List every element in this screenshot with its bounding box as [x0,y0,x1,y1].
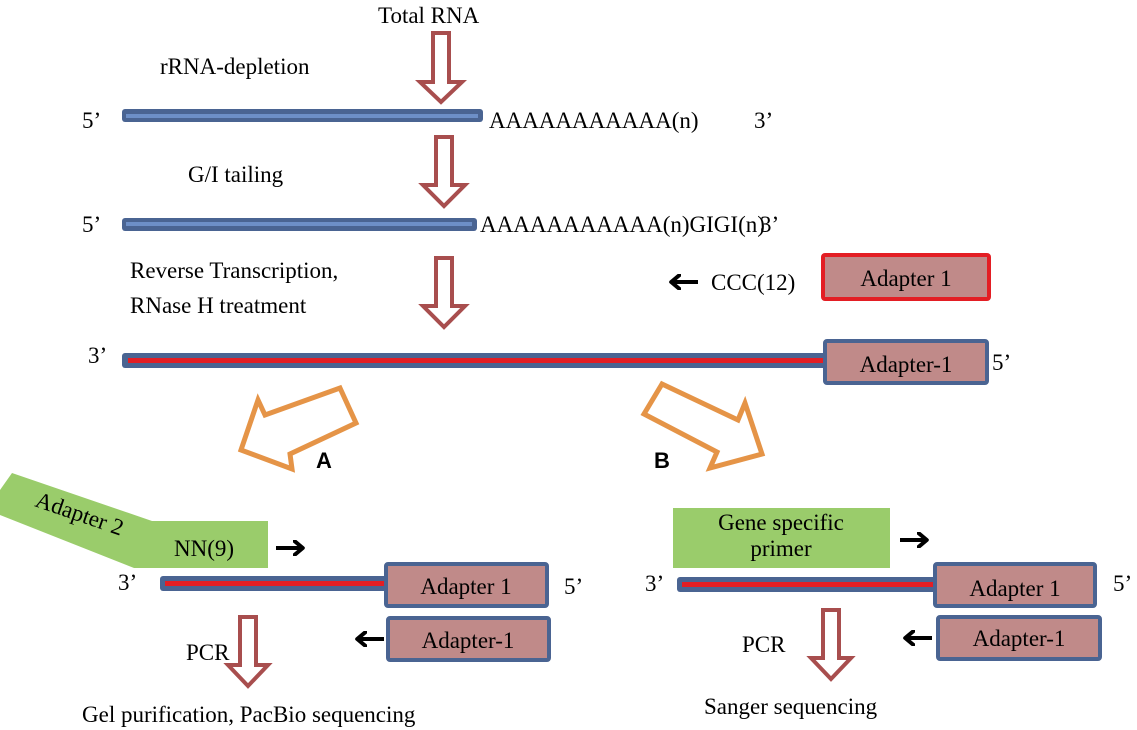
adapter-2-primer [0,473,268,568]
branch-b-five-prime: 5’ [1113,571,1132,596]
gene-specific-primer-label-line2: primer [750,536,812,561]
branch-b-adapter-box [933,562,1097,608]
branch-b-cdna-strand [677,577,937,592]
rnase-h-treatment-label: RNase H treatment [130,293,307,318]
down-arrow-icon [418,135,470,209]
total-rna-label: Total RNA [378,3,480,28]
branch-a-cdna-strand [160,576,388,591]
branch-b-label: B [654,448,670,473]
down-arrow-icon [415,31,467,105]
branch-a-arrow-icon [237,384,360,473]
rt-primer-adapter-label: Adapter 1 [860,266,951,291]
rna-strand-1-three-prime: 3’ [754,108,773,133]
reverse-transcription-label: Reverse Transcription, [130,258,338,283]
branch-b-adapter-label: Adapter 1 [969,576,1060,601]
rna-strand-2-three-prime: 3’ [760,212,779,237]
branch-b-pcr-label: PCR [742,632,786,657]
cdna-adapter-label: Adapter-1 [860,352,953,377]
branch-b-reverse-primer-box [936,615,1102,661]
branch-a-adapter-box [384,562,549,608]
branch-a-adapter-label: Adapter 1 [420,574,511,599]
rna-strand-2-tail: AAAAAAAAAAA(n)GIGI(n) [480,212,765,237]
branch-b-result: Sanger sequencing [704,694,878,719]
rna-strand-1 [122,109,483,122]
rt-primer-sequence: CCC(12) [711,270,795,295]
branch-a-label: A [316,448,332,473]
cdna-strand-five-prime: 5’ [992,350,1011,375]
rna-strand-1-five-prime: 5’ [82,108,101,133]
gene-specific-primer [673,508,890,568]
branch-a-five-prime: 5’ [564,574,583,599]
cdna-strand-three-prime: 3’ [88,343,107,368]
rna-strand-2-five-prime: 5’ [82,212,101,237]
rna-strand-2 [122,218,477,231]
gene-specific-primer-label-line1: Gene specific [718,510,844,535]
branch-a-pcr-label: PCR [186,640,230,665]
down-arrow-icon [806,608,856,682]
rrna-depletion-label: rRNA-depletion [160,54,310,79]
down-arrow-icon [223,615,273,689]
random-primer-label: NN(9) [174,536,234,561]
rt-primer-adapter-box [821,253,991,301]
cdna-strand [122,353,827,368]
cdna-adapter-box [823,339,989,385]
branch-b-arrow-icon [640,380,766,472]
branch-b-reverse-primer-label: Adapter-1 [973,626,1066,651]
gi-tailing-label: G/I tailing [188,162,284,187]
down-arrow-icon [418,256,470,330]
rna-strand-1-polya-tail: AAAAAAAAAAA(n) [489,108,699,133]
branch-a-reverse-primer-box [386,616,551,662]
branch-b-three-prime: 3’ [645,571,664,596]
branch-a-result: Gel purification, PacBio sequencing [82,702,416,727]
branch-a-three-prime: 3’ [118,570,137,595]
branch-a-reverse-primer-label: Adapter-1 [422,628,515,653]
